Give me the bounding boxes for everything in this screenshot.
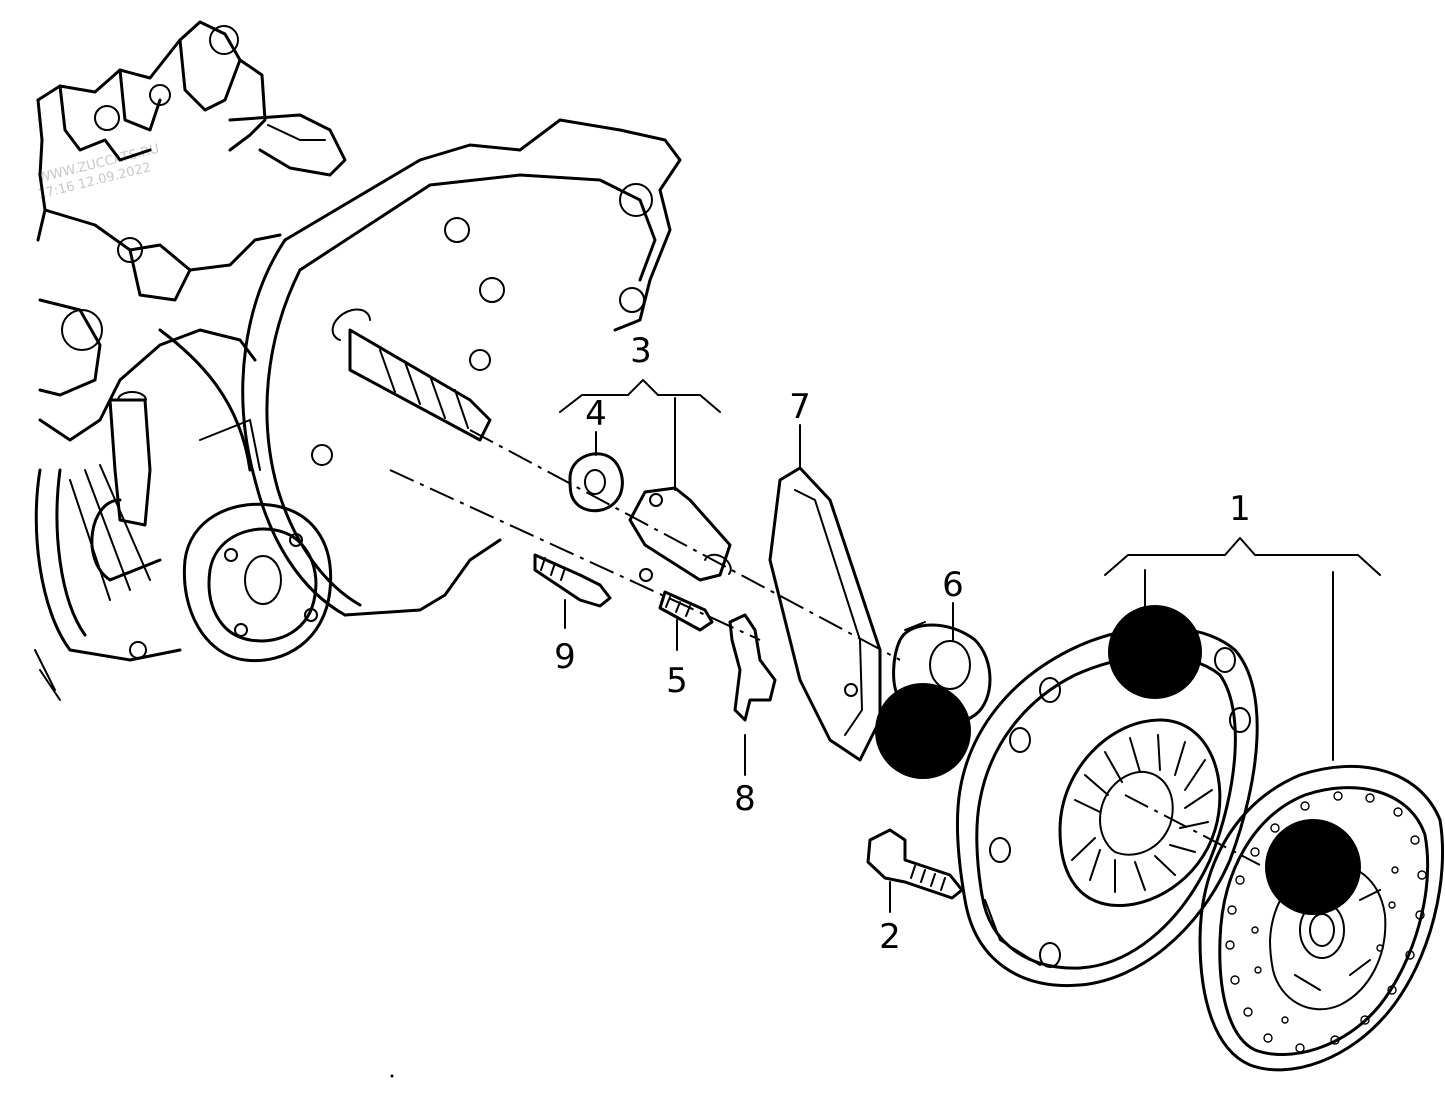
callout-4: 4	[585, 394, 607, 434]
bleed-screw-part	[533, 553, 612, 608]
callout-8: 8	[734, 779, 756, 819]
disc-perforations	[1225, 791, 1427, 1053]
clutch-cover-plate-part	[768, 466, 882, 762]
callout-7: 7	[789, 387, 811, 427]
callout-1: 1	[1229, 489, 1251, 529]
callout-leaders	[559, 379, 1381, 913]
callout-9: 9	[554, 637, 576, 677]
callout-6: 6	[942, 565, 964, 605]
release-bearing-part	[892, 621, 992, 724]
guide-sleeve-part	[628, 486, 732, 582]
axis-line-clutch	[1124, 794, 1261, 866]
guide-bolt-part	[658, 590, 714, 632]
gearbox-housing	[34, 20, 682, 701]
clutch-disc-part	[1198, 764, 1444, 1072]
marker-dot-2	[875, 683, 971, 779]
callout-3: 3	[630, 331, 652, 371]
pressure-plate-bolt-part	[866, 828, 964, 900]
axis-line-lower	[389, 469, 761, 641]
seal-ring-part	[568, 452, 624, 513]
axis-line-upper	[469, 429, 901, 661]
callout-labels: 1 2 3 4 5 6 7 8 9	[554, 331, 1251, 957]
marker-dot-1	[1108, 605, 1202, 699]
callout-5: 5	[666, 661, 688, 701]
marker-dot-3	[1265, 819, 1361, 915]
stray-dot	[390, 1074, 394, 1078]
spring-clip-part	[728, 613, 777, 722]
pressure-plate-part	[956, 626, 1259, 988]
callout-2: 2	[879, 917, 901, 957]
marker-dots	[875, 605, 1361, 915]
